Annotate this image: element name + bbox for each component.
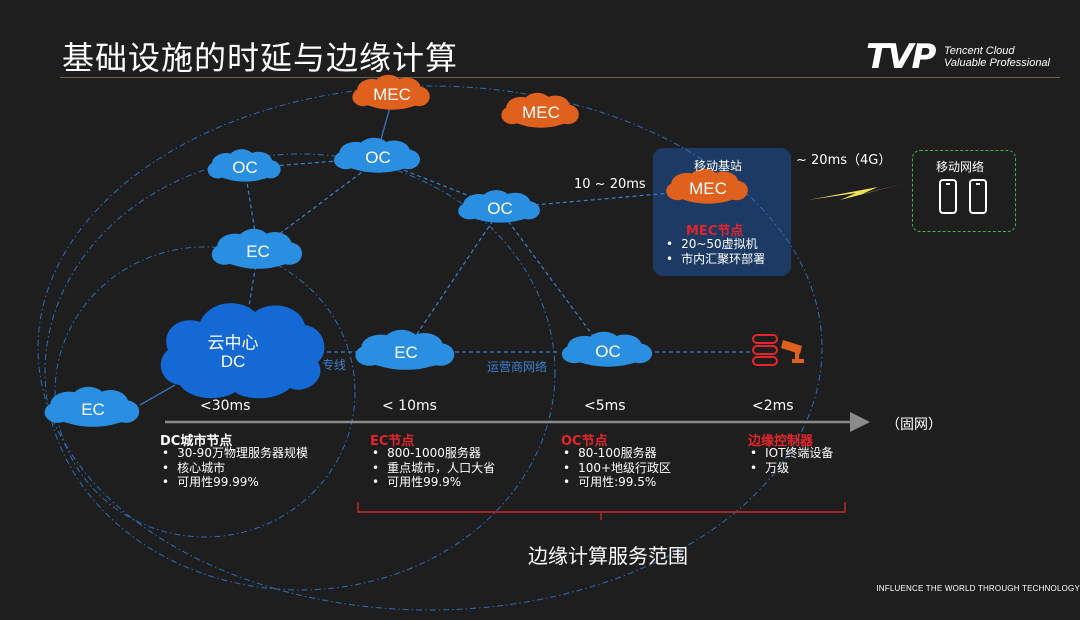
tier-item: 100+地级行政区 (561, 461, 671, 476)
ec-node-axis-label: EC (394, 343, 418, 362)
tier-list-oc: 80-100服务器 100+地级行政区 可用性:99.5% (561, 446, 671, 490)
mec-node-item: 20~50虚拟机 (664, 237, 765, 252)
link-dc-ec-left (139, 384, 176, 406)
tier-item: 核心城市 (160, 461, 308, 476)
tier-list-dc: 30-90万物理服务器规模 核心城市 可用性99.99% (160, 446, 308, 490)
logo-mark: TVP (866, 37, 936, 77)
mobile-network-label: 移动网络 (936, 160, 985, 174)
ec-node-left-label: EC (81, 400, 105, 419)
fixed-network-label: （固网） (886, 417, 942, 433)
phone-icons (939, 179, 987, 214)
link-ec-axis-oc-right (404, 209, 501, 353)
mec-cloud-mid (501, 92, 579, 128)
mec-node-mid-label: MEC (522, 103, 560, 122)
oc-node-center-label: OC (365, 148, 391, 167)
tier-item: 30-90万物理服务器规模 (160, 446, 308, 461)
tier-list-ec: 800-1000服务器 重点城市，人口大省 可用性99.9% (370, 446, 495, 490)
oc-cloud-right (458, 190, 540, 223)
mec-node-title: MEC节点 (686, 224, 744, 239)
oc-cloud-axis (561, 331, 653, 367)
latency-label-edge: <2ms (752, 398, 794, 414)
server-icon (752, 334, 778, 366)
tier-item: 可用性99.99% (160, 475, 308, 490)
mobile-network-box (912, 150, 1016, 232)
tier-item: IOT终端设备 (748, 446, 833, 461)
tier-item: 万级 (748, 461, 833, 476)
oc-cloud-center (334, 137, 420, 173)
coverage-ring-inner (54, 246, 356, 538)
oc-node-left-label: OC (232, 158, 258, 177)
footer-slogan: INFLUENCE THE WORLD THROUGH TECHNOLOGY (876, 584, 1080, 593)
mobile-latency-label: ~ 20ms（4G） (796, 153, 892, 168)
cloud-dc-label-line1: 云中心 (207, 333, 259, 353)
link-oc-right-oc-axis (499, 209, 606, 353)
mec-cloud-top (352, 74, 430, 110)
oc-node-axis-label: OC (595, 342, 621, 361)
cloud-dc-shape (160, 303, 325, 399)
mec-node-station-label: MEC (689, 179, 727, 198)
ec-cloud-left (44, 386, 140, 427)
coverage-rings (37, 85, 823, 611)
tier-item: 可用性99.9% (370, 475, 495, 490)
operator-network-label: 运营商网络 (487, 360, 548, 374)
phone-icon (969, 179, 987, 214)
tier-item: 800-1000服务器 (370, 446, 495, 461)
title-divider (60, 77, 1060, 78)
oc-node-right-label: OC (487, 199, 513, 218)
oc-cloud-left (207, 149, 281, 182)
ec-cloud-axis (355, 329, 455, 370)
ec-cloud-upper (211, 228, 303, 269)
coverage-ring-mid (44, 153, 556, 591)
latency-label-dc: <30ms (200, 398, 251, 414)
tier-item: 80-100服务器 (561, 446, 671, 461)
edge-scope-label: 边缘计算服务范围 (528, 544, 688, 568)
logo-text-line2: Valuable Professional (944, 57, 1050, 69)
tier-item: 重点城市，人口大省 (370, 461, 495, 476)
coverage-ring-outer (37, 85, 823, 611)
mec-latency-label: 10 ~ 20ms (574, 177, 646, 192)
page-title: 基础设施的时延与边缘计算 (62, 39, 459, 77)
mobile-station-label: 移动基站 (694, 159, 743, 173)
cloud-dc-label-line2: DC (220, 352, 246, 371)
mec-node-list: 20~50虚拟机 市内汇聚环部署 (664, 237, 765, 266)
phone-icon (939, 179, 957, 214)
camera-icon (781, 340, 804, 363)
mec-node-top-label: MEC (373, 85, 411, 104)
latency-label-ec: < 10ms (382, 398, 437, 414)
logo-text-line1: Tencent Cloud (944, 45, 1015, 57)
latency-label-oc: <5ms (584, 398, 626, 414)
link-oc-center-ec-upper (257, 159, 379, 251)
lightning-icon (808, 184, 902, 200)
mec-node-item: 市内汇聚环部署 (664, 252, 765, 267)
private-line-label: 专线 (322, 358, 347, 372)
scope-bracket (357, 502, 846, 520)
tier-item: 可用性:99.5% (561, 475, 671, 490)
ec-node-upper-label: EC (246, 242, 270, 261)
mec-cloud-station (666, 168, 748, 204)
tvp-logo: TVP Tencent Cloud Valuable Professional (866, 40, 1066, 76)
tier-list-edge: IOT终端设备 万级 (748, 446, 833, 475)
